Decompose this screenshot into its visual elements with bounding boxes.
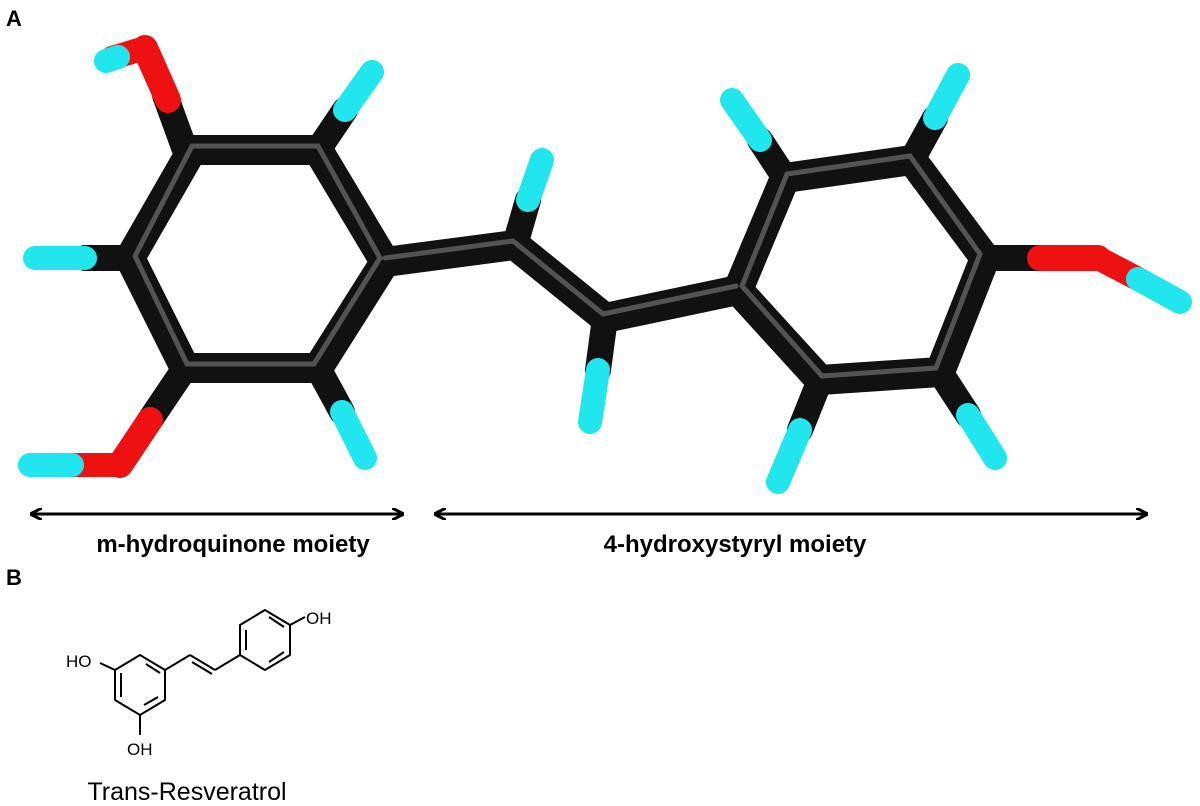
right-ring-highlight [739,153,983,379]
skeletal-right-ring [239,609,291,671]
panel-b-letter: B [6,565,22,590]
skeletal-double-bond-1 [145,663,161,674]
hydrogen-oh-right [1126,267,1192,314]
hydrogen-7 [956,403,1007,470]
skeletal-oh-top-bond [289,616,306,626]
skeletal-left-ring [114,654,166,716]
hydrogen-3 [330,400,377,470]
skeletal-oh-bottom-label: OH [127,740,153,759]
skeletal-vinyl-2 [189,654,216,671]
hydrogen-4 [720,88,772,152]
skeletal-double-bond-5 [268,616,285,628]
skeletal-vinyl-1 [164,654,191,671]
linker-highlight [382,238,739,317]
hydrogen-1 [333,60,384,122]
skeletal-ho-left-label: HO [66,652,92,671]
stick-model [18,35,1192,494]
molecule-caption: Trans-Resveratrol [87,778,286,806]
panel-a-letter: A [6,6,22,31]
skeletal-vinyl-3 [214,654,241,671]
skeletal-double-bond-2 [143,696,159,706]
left-benzene-ring [115,135,400,383]
hydrogen-oh-top [94,45,130,73]
right-benzene-ring [723,145,1000,395]
skeletal-double-bond-6 [268,651,285,663]
hydroxystyryl-label: 4-hydroxystyryl moiety [604,531,867,558]
hydrogen-6 [766,418,812,494]
skeletal-vinyl-double [191,661,213,675]
hydrogen-vinyl-1 [516,148,554,212]
hydrogen-vinyl-2 [578,358,610,434]
m-hydroquinone-label: m-hydroquinone moiety [96,531,370,558]
skeletal-ho-bond [99,662,116,671]
left-ring-highlight [132,143,383,367]
hydrogen-5 [923,63,970,130]
skeletal-structure [99,609,306,735]
skeletal-oh-top-label: OH [306,609,332,628]
